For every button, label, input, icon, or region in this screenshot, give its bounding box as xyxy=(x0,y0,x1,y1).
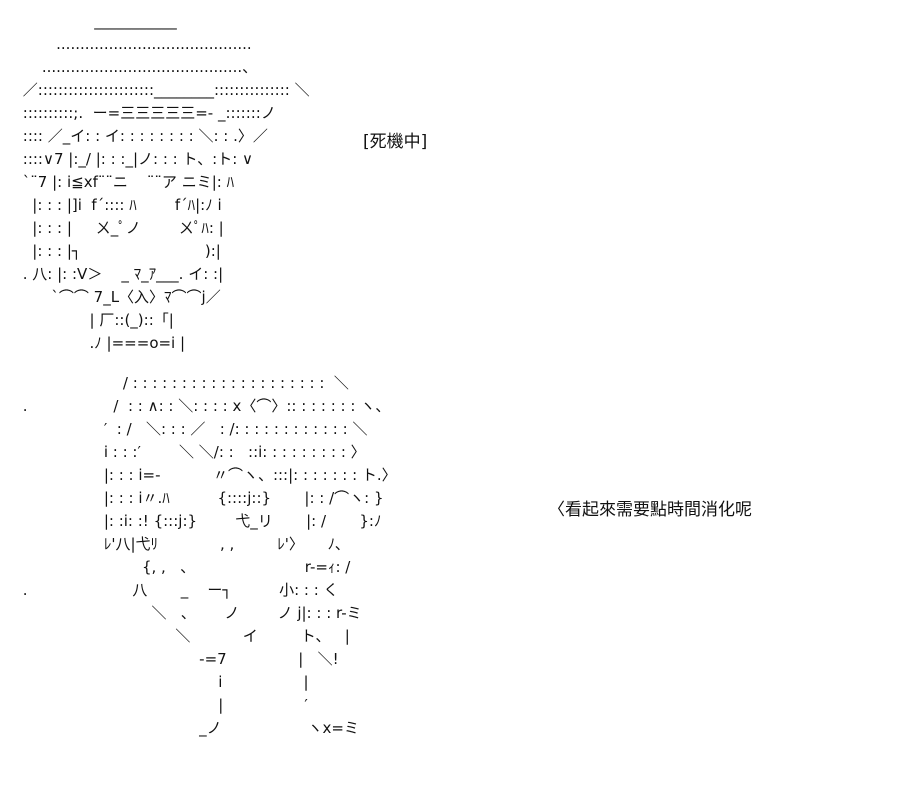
caption-dialogue-text: 〈看起來需要點時間消化呢 xyxy=(548,500,752,520)
caption-status-text: [死機中] xyxy=(363,132,428,152)
ascii-art-character-top: ___________ ............................… xyxy=(22,12,310,352)
ascii-art-character-bottom: / : : : : : : : : : : : : : : : : : : : … xyxy=(22,374,397,737)
